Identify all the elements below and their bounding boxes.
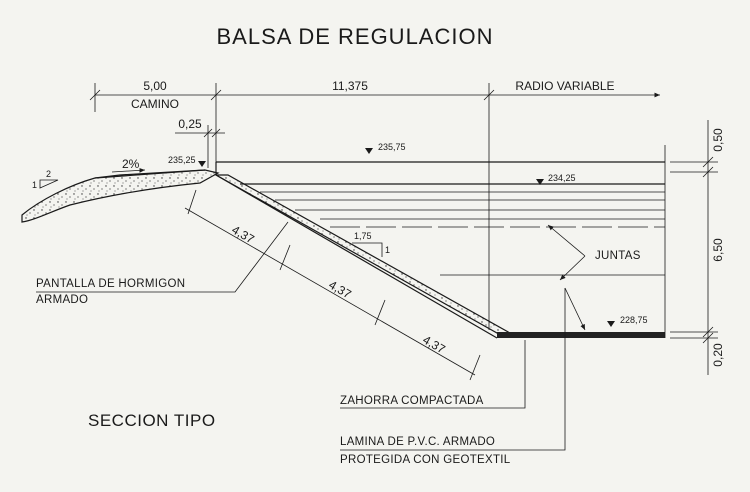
lamina-label-1: LAMINA DE P.V.C. ARMADO xyxy=(340,436,495,448)
inner-slope-v-label: 1 xyxy=(385,245,390,255)
crest-elevation-label: 235,75 xyxy=(378,142,406,152)
embankment-v-label: 1 xyxy=(32,180,37,190)
crest-elevation-marker xyxy=(365,148,373,154)
drawing-title: BALSA DE REGULACION xyxy=(217,24,494,49)
height-main-label: 6,50 xyxy=(711,238,725,262)
juntas-label: JUNTAS xyxy=(595,250,641,262)
pantalla-label-1: PANTALLA DE HORMIGON xyxy=(36,278,185,290)
camino-label: CAMINO xyxy=(131,97,179,111)
reservoir-bottom xyxy=(497,332,665,338)
slope-length-3-label: 4,37 xyxy=(420,333,448,357)
pantalla-leader xyxy=(36,221,289,293)
left-embankment xyxy=(21,169,220,223)
zahorra-leader xyxy=(340,340,526,409)
bottom-elevation-label: 228,75 xyxy=(620,315,648,325)
radio-variable-label: RADIO VARIABLE xyxy=(515,79,614,93)
road-elevation-marker xyxy=(198,161,206,167)
height-top-label: 0,50 xyxy=(711,128,725,152)
zahorra-label: ZAHORRA COMPACTADA xyxy=(340,395,484,407)
camino-width-label: 5,00 xyxy=(143,79,167,93)
water-hatch xyxy=(260,191,665,228)
slope-length-dimensions xyxy=(184,189,481,381)
edge-width-label: 0,25 xyxy=(178,117,202,131)
lamina-leader xyxy=(340,288,566,451)
height-bottom-label: 0,20 xyxy=(711,343,725,367)
concrete-lining xyxy=(213,174,513,334)
embankment-h-label: 2 xyxy=(46,169,51,179)
edge-dimension xyxy=(175,125,225,168)
crest-width-label: 11,375 xyxy=(332,79,368,93)
road-surface xyxy=(94,169,206,179)
right-dimension-line xyxy=(670,120,718,375)
slope-length-2-label: 4,37 xyxy=(326,278,354,302)
lamina-label-2: PROTEGIDA CON GEOTEXTIL xyxy=(340,454,511,466)
road-slope-label: 2% xyxy=(122,157,140,171)
water-elevation-label: 234,25 xyxy=(548,173,576,183)
road-elevation-label: 235,25 xyxy=(168,155,196,165)
pantalla-label-2: ARMADO xyxy=(36,294,88,306)
water-elevation-marker xyxy=(536,179,544,185)
inner-slope-h-label: 1,75 xyxy=(354,231,372,241)
seccion-tipo-label: SECCION TIPO xyxy=(88,411,216,430)
top-dimension-line xyxy=(89,83,660,330)
bottom-elevation-marker xyxy=(607,321,615,327)
slope-length-1-label: 4,37 xyxy=(229,223,257,247)
